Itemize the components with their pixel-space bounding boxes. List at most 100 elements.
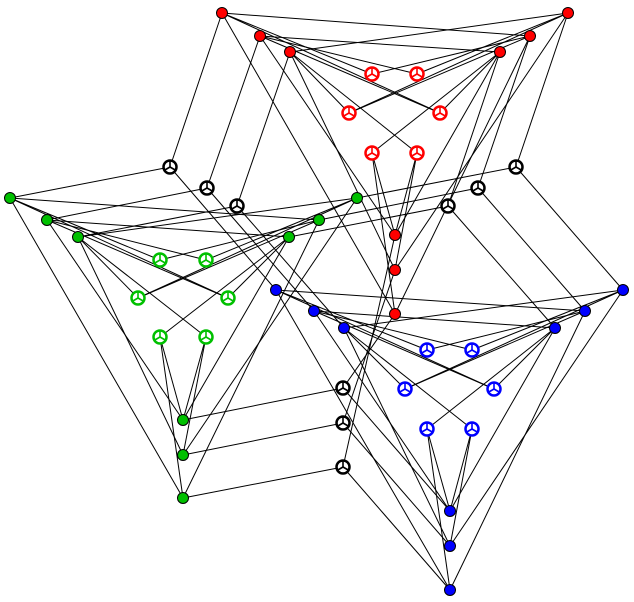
ring-spoke [471,349,479,354]
ring-spoke [205,259,213,264]
graph-edge [449,327,556,512]
graph-edge [371,152,396,236]
graph-edge [227,236,290,299]
green-ring-vertex [198,252,214,268]
black-ring-vertex [335,459,351,475]
ring-spoke [371,152,379,157]
ring-spoke [493,388,501,393]
green-ring-vertex [152,329,168,345]
blue-ring-vertex [464,421,480,437]
graph-edge [288,205,449,238]
ring-spoke [336,422,344,427]
graph-edge [416,12,569,75]
ring-spoke [465,428,473,433]
ring-spoke [471,428,479,433]
graph-edge [9,166,171,199]
graph-edge [9,197,184,499]
ring-spoke [416,152,424,157]
blue-vertex [270,284,282,296]
red-vertex [389,229,401,241]
blue-vertex [579,305,591,317]
graph-edge [289,51,350,114]
graph-edge [449,289,624,547]
black-ring-vertex [162,159,178,175]
graph-edge [169,12,223,168]
ring-spoke [131,297,139,302]
graph-edge [289,12,569,53]
red-vertex [494,46,506,58]
graph-edge [313,310,451,512]
ring-spoke [447,205,455,210]
black-ring-vertex [508,159,524,175]
edge-layer [9,12,624,591]
graph-edge [394,12,569,271]
ring-spoke [465,349,473,354]
black-ring-vertex [440,198,456,214]
red-ring-vertex [409,145,425,161]
blue-vertex [617,284,629,296]
black-ring-vertex [470,180,486,196]
ring-spoke [199,259,207,264]
blue-ring-vertex [397,381,413,397]
graph-edge [371,51,501,154]
graph-edge [313,310,556,329]
ring-spoke [200,187,208,192]
black-ring-vertex [335,415,351,431]
ring-spoke [509,166,517,171]
graph-edge [275,289,451,591]
blue-vertex [444,584,456,596]
ring-spoke [441,205,449,210]
ring-spoke [227,297,235,302]
red-vertex [284,46,296,58]
graph-edge [259,35,501,53]
blue-vertex [308,305,320,317]
graph-edge [343,289,624,329]
black-ring-vertex [335,380,351,396]
graph-edge [342,466,451,591]
graph-edge [221,12,373,75]
graph-edge [206,35,261,189]
graph-edge [289,51,396,271]
graph-edge [236,205,345,329]
graph-edge [394,51,501,236]
graph-edge [221,12,441,114]
ring-spoke [342,466,350,471]
ring-spoke [439,112,447,117]
graph-edge [449,428,473,512]
green-vertex [4,192,16,204]
green-vertex [177,492,189,504]
graph-edge [159,336,184,499]
blue-ring-vertex [464,342,480,358]
ring-spoke [206,187,214,192]
ring-spoke [137,297,145,302]
ring-spoke [153,259,161,264]
graph-edge [289,51,418,154]
graph-edge [182,336,207,456]
graph-edge [182,336,207,421]
blue-ring-vertex [419,342,435,358]
green-ring-vertex [152,252,168,268]
ring-spoke [416,73,424,78]
green-vertex [351,192,363,204]
graph-edge [46,219,184,421]
graph-edge [77,197,358,238]
graph-edge [371,152,396,315]
graph-edge [221,12,531,37]
green-vertex [283,231,295,243]
graph-edge [343,327,473,430]
graph-edge [9,197,320,221]
ring-spoke [426,428,434,433]
ring-spoke [163,166,171,171]
ring-spoke [169,166,177,171]
green-ring-vertex [198,329,214,345]
ring-spoke [205,336,213,341]
graph-edge [169,166,277,291]
graph-edge [259,35,396,236]
graph-edge [77,205,238,238]
ring-spoke [336,466,344,471]
ring-spoke [487,388,495,393]
graph-edge [348,12,569,114]
graph-edge [9,197,229,299]
graph-edge [426,428,451,512]
ring-spoke [420,349,428,354]
